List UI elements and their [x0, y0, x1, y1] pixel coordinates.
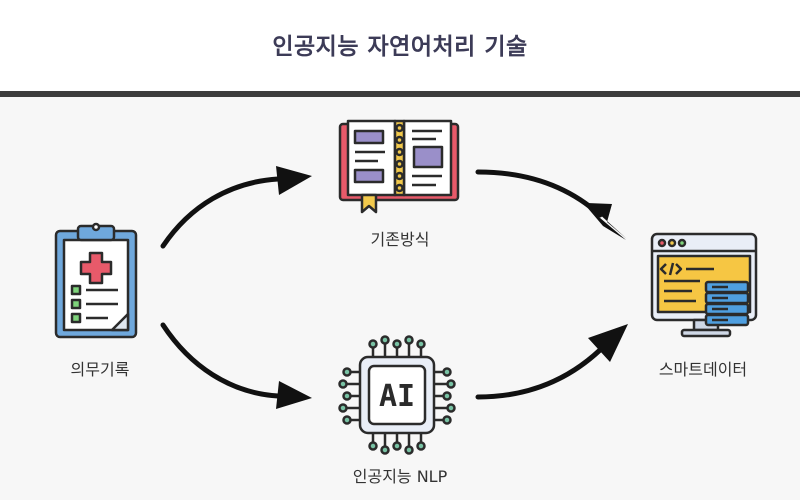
node-label-existing-method: 기존방식: [370, 230, 430, 249]
header-divider: [0, 91, 800, 97]
arrow-existing-to-smart: [475, 169, 627, 240]
header: 인공지능 자연어처리 기술: [0, 0, 800, 92]
node-label-smart-data: 스마트데이터: [658, 360, 748, 379]
arrow-medical-to-ai: [160, 322, 312, 409]
ai-chip-icon: [338, 335, 456, 455]
monitor-database-icon: [650, 232, 758, 338]
clipboard-medical-icon: [54, 222, 138, 339]
diagram-title: 인공지능 자연어처리 기술: [272, 34, 528, 60]
node-label-medical-record: 의무기록: [70, 360, 130, 379]
arrow-ai-to-smart: [475, 324, 628, 400]
node-label-ai-nlp: 인공지능 NLP: [352, 467, 448, 486]
arrow-medical-to-existing: [160, 166, 312, 249]
open-book-icon: [338, 119, 460, 214]
ai-chip-text: AI: [379, 379, 415, 414]
